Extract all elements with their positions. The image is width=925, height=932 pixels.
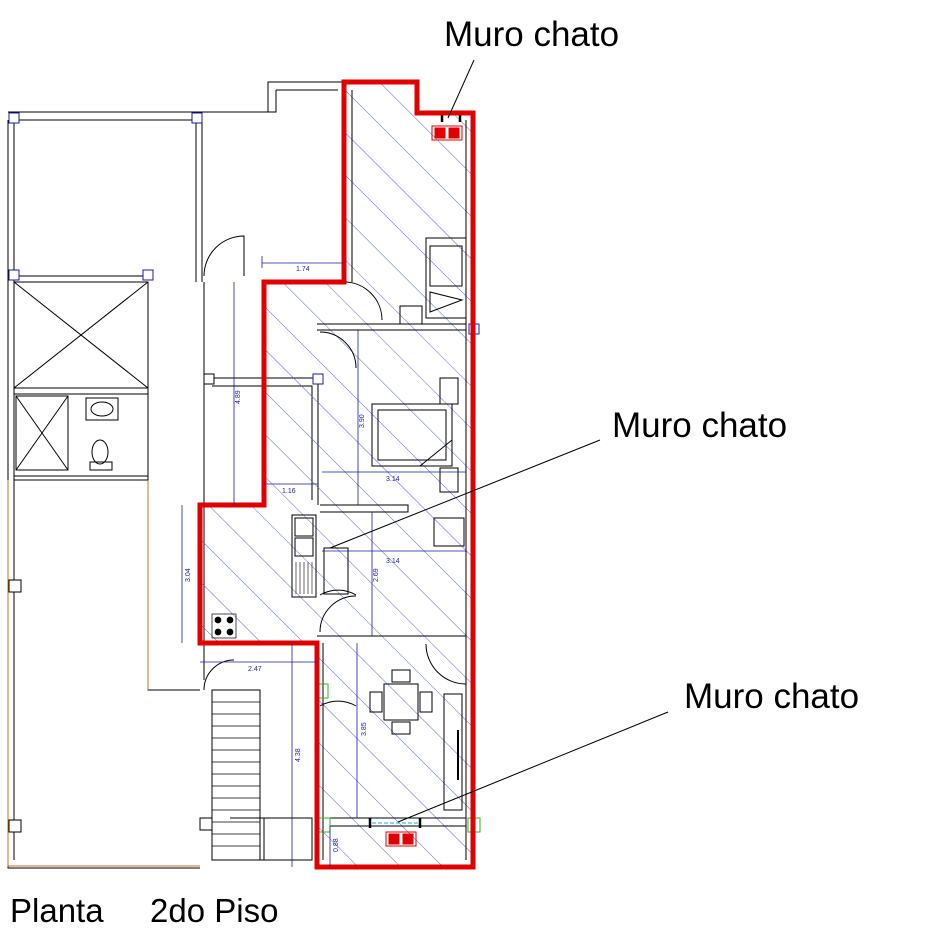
annotation-muro-chato-bottom: Muro chato [684, 677, 859, 716]
dim-4-89: 4.89 [235, 390, 242, 404]
dim-2-47: 2.47 [248, 666, 262, 673]
dining-table-icon [369, 669, 463, 811]
dim-2-69: 2.69 [373, 568, 380, 582]
annotation-muro-chato-middle: Muro chato [612, 406, 787, 445]
double-bed-icon [371, 377, 459, 493]
dim-3-14-upper: 3.14 [386, 476, 400, 483]
dim-1-16: 1.16 [282, 488, 296, 495]
leader-lines [329, 59, 669, 823]
dim-3-04: 3.04 [185, 568, 192, 582]
dim-1-74: 1.74 [296, 266, 310, 273]
unit-outline [197, 79, 476, 870]
stove-icon [211, 613, 237, 639]
dim-0-88: 0.88 [333, 838, 340, 852]
dimension-lines [181, 256, 466, 867]
dim-3-14-lower: 3.14 [386, 558, 400, 565]
caption-planta: Planta [10, 892, 104, 929]
bed-icon [399, 237, 467, 325]
annotation-muro-chato-top: Muro chato [444, 15, 619, 54]
dim-3-90: 3.90 [359, 414, 366, 428]
dim-3-85: 3.85 [361, 722, 368, 736]
dim-4-38: 4.38 [295, 748, 302, 762]
terrace-outline [7, 480, 200, 867]
dimension-labels: 1.74 4.89 3.90 3.14 1.16 3.14 2.69 3.04 … [185, 266, 400, 852]
kitchen-fixtures [291, 514, 465, 598]
caption-piso: 2do Piso [150, 892, 278, 929]
heater-icon [385, 125, 463, 847]
